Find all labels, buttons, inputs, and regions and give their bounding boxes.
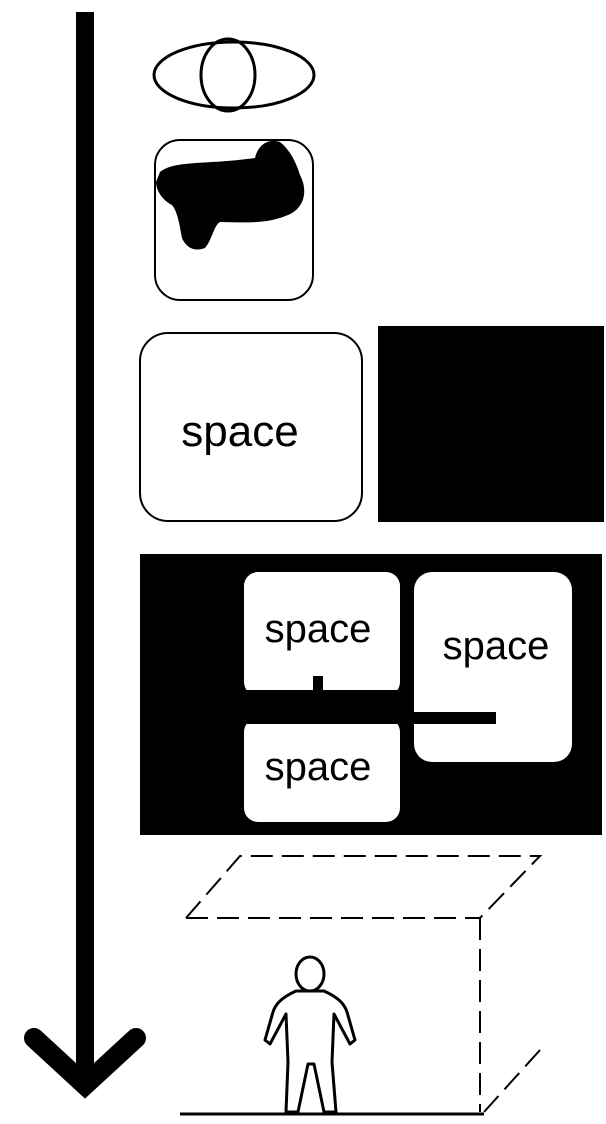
dark-panel	[378, 326, 604, 522]
space-label-right: space	[443, 624, 550, 668]
ink-blob-frame	[155, 140, 313, 300]
ink-blob-icon	[156, 141, 304, 250]
person-icon	[265, 957, 355, 1112]
room-stage	[180, 856, 540, 1114]
down-arrow-icon	[34, 12, 136, 1085]
space-label: space	[181, 407, 298, 456]
multiple-spaces-stage: space space space	[140, 554, 602, 835]
single-space-stage: space	[140, 326, 604, 522]
room-box	[186, 856, 540, 1112]
space-label-bottom-left: space	[265, 745, 372, 789]
arrow-shaft	[76, 12, 94, 1072]
space-label-top-left: space	[265, 607, 372, 651]
eye-icon	[154, 39, 314, 111]
